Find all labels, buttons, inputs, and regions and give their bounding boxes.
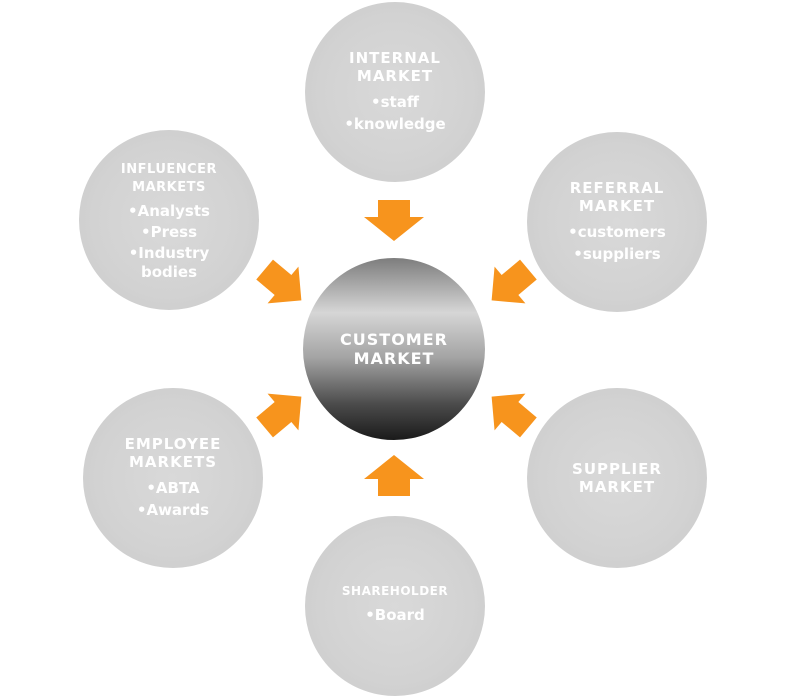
referral-item: •customers <box>568 223 666 241</box>
shareholder-title: SHAREHOLDER <box>341 584 449 598</box>
customer-market-circle: CUSTOMER MARKET <box>303 258 485 440</box>
internal-market-circle: INTERNAL MARKET •staff •knowledge <box>305 2 485 182</box>
internal-title-line-2: MARKET <box>356 67 434 85</box>
referral-title-line-2: MARKET <box>578 197 656 215</box>
influencer-markets-circle: INFLUENCER MARKETS •Analysts •Press •Ind… <box>79 130 259 310</box>
employee-item: •ABTA <box>146 479 200 497</box>
arrow-from-shareholder <box>364 455 424 496</box>
influencer-item: •Industry <box>128 243 210 262</box>
influencer-item: •Press <box>140 222 197 241</box>
supplier-title-line-1: SUPPLIER <box>572 460 662 478</box>
influencer-item: •Analysts <box>128 201 210 220</box>
internal-item: •knowledge <box>344 115 446 133</box>
influencer-title-line-1: INFLUENCER <box>120 161 218 177</box>
employee-title-line-1: EMPLOYEE <box>124 435 222 453</box>
supplier-title-line-2: MARKET <box>578 478 656 496</box>
arrow-from-employee <box>256 393 302 438</box>
referral-market-circle: REFERRAL MARKET •customers •suppliers <box>527 132 707 312</box>
employee-title-line-2: MARKETS <box>129 453 217 471</box>
referral-title-line-1: REFERRAL <box>569 179 665 197</box>
employee-item: •Awards <box>136 501 210 519</box>
arrow-from-referral <box>491 259 537 304</box>
influencer-item: bodies <box>140 262 197 281</box>
shareholder-item: •Board <box>365 606 425 624</box>
influencer-title-line-2: MARKETS <box>132 179 206 195</box>
internal-title-line-1: INTERNAL <box>349 49 441 67</box>
employee-markets-circle: EMPLOYEE MARKETS •ABTA •Awards <box>83 388 263 568</box>
referral-item: •suppliers <box>573 245 661 263</box>
internal-item: •staff <box>371 93 419 111</box>
supplier-market-circle: SUPPLIER MARKET <box>527 388 707 568</box>
center-title-line-2: MARKET <box>353 349 435 368</box>
arrow-from-influencer <box>256 259 302 304</box>
arrow-from-supplier <box>491 393 537 438</box>
shareholder-circle: SHAREHOLDER •Board <box>305 516 485 696</box>
arrow-from-internal <box>364 200 424 241</box>
center-title-line-1: CUSTOMER <box>340 330 448 349</box>
